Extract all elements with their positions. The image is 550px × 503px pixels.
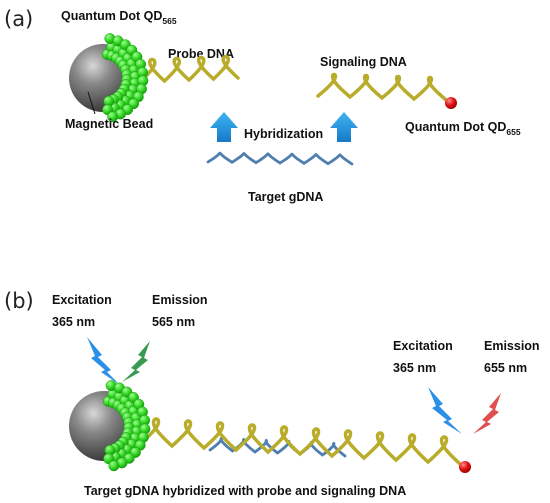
qd565-cluster-b — [102, 380, 151, 472]
emission-wavelength-2: 655 nm — [484, 361, 527, 375]
emission-label-2: Emission — [484, 339, 540, 353]
qd655-dot-a — [445, 97, 457, 109]
hybridization-arrow-left — [210, 112, 238, 142]
probe-dna-label: Probe DNA — [168, 47, 234, 61]
qd565-dot — [108, 460, 120, 472]
svg-text:Quantum Dot QD655: Quantum Dot QD655 — [405, 120, 521, 137]
qd565-dot — [107, 111, 119, 123]
probe-dna-strand-a — [138, 54, 240, 84]
target-gdna-strand-b — [208, 436, 347, 458]
magnetic-bead-label: Magnetic Bead — [65, 117, 153, 131]
probe-signaling-dna-strand-b — [138, 417, 462, 466]
qd565-label-a: Quantum Dot QD565 — [61, 9, 177, 26]
emission-bolt-icon-1 — [122, 341, 150, 382]
emission-bolt-icon-2 — [473, 393, 501, 434]
magnetic-bead-assembly-a — [69, 33, 240, 123]
excitation-label-2: Excitation — [393, 339, 453, 353]
signaling-dna-strand-a — [316, 72, 448, 102]
emission-label-1: Emission — [152, 293, 208, 307]
excitation-wavelength-2: 365 nm — [393, 361, 436, 375]
excitation-bolt-icon-1 — [87, 337, 120, 385]
hybridization-arrow-right — [330, 112, 358, 142]
hybridization-label: Hybridization — [244, 127, 323, 141]
signaling-dna-label: Signaling DNA — [320, 55, 407, 69]
panel-b-label: (b) — [4, 289, 34, 313]
target-gdna-label: Target gDNA — [248, 190, 323, 204]
target-gdna-strand-a — [206, 151, 354, 166]
magnetic-bead-leader — [87, 91, 96, 115]
panel-b-caption: Target gDNA hybridized with probe and si… — [84, 484, 406, 498]
excitation-bolt-icon-2 — [428, 387, 462, 434]
qd655-dot-b — [459, 461, 471, 473]
emission-wavelength-1: 565 nm — [152, 315, 195, 329]
qd565-cluster-a — [101, 33, 149, 123]
panel-a-label: (a) — [4, 7, 33, 31]
excitation-wavelength-1: 365 nm — [52, 315, 95, 329]
excitation-label-1: Excitation — [52, 293, 112, 307]
qd655-label-a: Quantum Dot QD655 — [405, 120, 521, 137]
svg-text:Quantum Dot QD565: Quantum Dot QD565 — [61, 9, 177, 26]
